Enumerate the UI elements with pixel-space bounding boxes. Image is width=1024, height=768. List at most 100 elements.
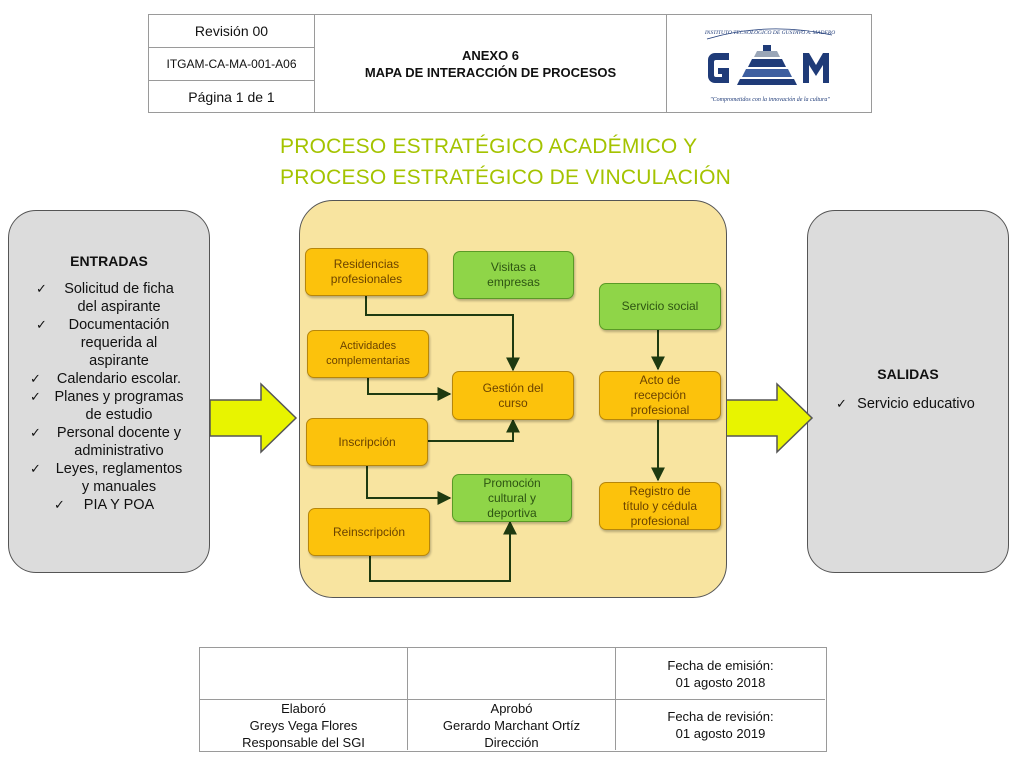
node-label: Servicio social [621, 299, 699, 313]
gam-logo-icon: INSTITUTO TECNOLÓGICO DE GUSTAVO A. MADE… [704, 28, 835, 103]
prepared-by-role: Responsable del SGI [242, 734, 365, 750]
revision-date-cell: Fecha de revisión: 01 agosto 2019 [616, 700, 825, 750]
node-label: Acto de [639, 373, 681, 387]
connector-actividades-gestion [367, 378, 452, 401]
input-item: ✓ Calendario escolar. [9, 370, 209, 388]
checkmark-icon: ✓ [54, 497, 65, 512]
checkmark-icon: ✓ [30, 461, 41, 476]
input-item: ✓ Solicitud de ficha del aspirante [9, 280, 209, 316]
node-label: Visitas a [490, 260, 537, 274]
outputs-list: ✓ Servicio educativo [808, 395, 1008, 413]
issue-date-cell: Fecha de emisión: 01 agosto 2018 [616, 648, 825, 700]
inputs-list: ✓ Solicitud de ficha del aspirante ✓ Doc… [9, 280, 209, 514]
inputs-panel: ENTRADAS ✓ Solicitud de ficha del aspira… [8, 210, 210, 573]
node-label: curso [498, 395, 528, 410]
output-item: ✓ Servicio educativo [808, 395, 1008, 413]
node-label: Actividades [339, 340, 397, 352]
logo-tagline: "Comprometidos con la innovación de la c… [710, 97, 830, 103]
document-title: MAPA DE INTERACCIÓN DE PROCESOS [364, 64, 617, 80]
checkmark-icon: ✓ [30, 371, 41, 386]
prepared-by-cell: Elaboró Greys Vega Flores Responsable de… [200, 700, 408, 750]
input-item: ✓ Personal docente y administrativo [9, 424, 209, 460]
header-table: Revisión 00 ITGAM-CA-MA-001-A06 Página 1… [148, 14, 872, 113]
node-servicio-social: Servicio social [599, 283, 721, 330]
process-title-line1: PROCESO ESTRATÉGICO ACADÉMICO Y [280, 135, 698, 158]
node-label: Residencias [333, 257, 400, 271]
footer-table: Fecha de emisión: 01 agosto 2018 Elaboró… [199, 647, 827, 752]
outputs-heading: SALIDAS [877, 366, 939, 382]
svg-text:INSTITUTO TECNOLÓGICO DE GUSTA: INSTITUTO TECNOLÓGICO DE GUSTAVO A. MADE… [704, 28, 835, 36]
node-label: recepción [633, 388, 687, 402]
node-actividades: Actividades complementarias [307, 330, 429, 378]
approved-by-name: Gerardo Marchant Ortíz [442, 717, 581, 733]
revision-date-label: Fecha de revisión: [667, 709, 774, 724]
connector-residencias-gestion [365, 296, 520, 372]
input-item-line: requerida al [80, 335, 158, 351]
checkmark-icon: ✓ [36, 317, 47, 332]
input-item-line: y manuales [81, 479, 157, 495]
inputs-to-process-arrow-icon [209, 382, 298, 454]
document-title-cell: ANEXO 6 MAPA DE INTERACCIÓN DE PROCESOS [315, 15, 667, 112]
node-label: profesional [630, 403, 690, 417]
node-label: cultural y [487, 490, 536, 505]
input-item: ✓ Documentación requerida al aspirante [9, 316, 209, 370]
output-item-line: Servicio educativo [857, 396, 975, 412]
connector-inscripcion-promocion [366, 466, 452, 505]
input-item-line: de estudio [85, 407, 153, 423]
node-label: título y cédula [622, 498, 698, 513]
checkmark-icon: ✓ [36, 281, 47, 296]
signature-space-elaboro [200, 648, 408, 700]
process-to-outputs-arrow-icon [725, 382, 814, 454]
input-item-line: del aspirante [77, 299, 161, 315]
node-label: Registro de [629, 483, 691, 498]
input-item-line: aspirante [89, 353, 149, 369]
page-cell: Página 1 de 1 [149, 81, 315, 112]
node-label: Promoción [483, 475, 541, 490]
issue-date-label: Fecha de emisión: [667, 657, 774, 673]
code-cell: ITGAM-CA-MA-001-A06 [149, 48, 315, 81]
node-label: deportiva [487, 505, 537, 520]
input-item-line: Leyes, reglamentos [55, 461, 183, 477]
input-item-line: PIA Y POA [83, 497, 155, 513]
prepared-by-name: Greys Vega Flores [249, 717, 358, 733]
signature-space-aprobo [408, 648, 616, 700]
input-item-line: Calendario escolar. [56, 371, 182, 387]
input-item: ✓ Leyes, reglamentos y manuales [9, 460, 209, 496]
revision-date-value: 01 agosto 2019 [675, 726, 766, 741]
node-label: complementarias [326, 355, 410, 367]
input-item-line: Planes y programas [54, 389, 184, 405]
revision-cell: Revisión 00 [149, 15, 315, 48]
input-item-line: Documentación [68, 317, 170, 333]
approved-by-role: Dirección [484, 734, 539, 750]
checkmark-icon: ✓ [30, 389, 41, 404]
node-label: Gestión del [482, 380, 544, 395]
approved-by-label: Aprobó [490, 700, 533, 716]
issue-date-value: 01 agosto 2018 [675, 674, 766, 690]
approved-by-cell: Aprobó Gerardo Marchant Ortíz Dirección [408, 700, 616, 750]
inputs-heading: ENTRADAS [70, 253, 148, 269]
outputs-panel: SALIDAS ✓ Servicio educativo [807, 210, 1009, 573]
node-label: profesional [630, 513, 690, 528]
connector-reinscripcion-promocion [369, 520, 517, 582]
institution-logo: INSTITUTO TECNOLÓGICO DE GUSTAVO A. MADE… [667, 15, 871, 112]
input-item-line: Personal docente y [56, 425, 182, 441]
node-label: Inscripción [338, 434, 396, 449]
node-inscripcion: Inscripción [306, 418, 428, 466]
node-label: Reinscripción [332, 524, 406, 539]
input-item: ✓ Planes y programas de estudio [9, 388, 209, 424]
node-reinscripcion: Reinscripción [308, 508, 430, 556]
input-item-line: Solicitud de ficha [64, 281, 174, 297]
connector-inscripcion-gestion [428, 418, 520, 442]
checkmark-icon: ✓ [30, 425, 41, 440]
input-item: ✓ PIA Y POA [9, 496, 209, 514]
prepared-by-label: Elaboró [281, 700, 326, 716]
annex-label: ANEXO 6 [461, 47, 520, 63]
checkmark-icon: ✓ [836, 396, 847, 411]
